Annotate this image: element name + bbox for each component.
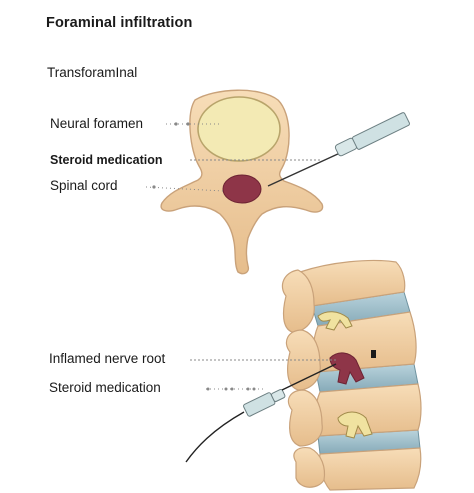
label-neural-foramen: Neural foramen — [50, 116, 144, 131]
spine-side-view — [281, 259, 422, 491]
nerve-root-3 — [337, 411, 373, 439]
inflamed-nerve-root-shape — [329, 352, 365, 385]
needle-bottom — [185, 363, 337, 463]
spinal-cord-shape — [222, 174, 262, 204]
neural-foramen-shape — [197, 96, 281, 162]
vertebra-body-4 — [318, 447, 422, 491]
nerve-root-1 — [317, 311, 353, 331]
label-inflamed-nerve-root: Inflamed nerve root — [49, 351, 166, 366]
posterior-element-4 — [293, 447, 326, 488]
needle-top — [267, 112, 410, 187]
label-steroid-medication-top: Steroid medication — [50, 153, 163, 167]
approach-subtitle: TransforamInal — [47, 65, 138, 80]
posterior-element-1 — [281, 269, 315, 333]
leader-lines-bottom — [190, 359, 336, 391]
marker-square — [371, 350, 376, 358]
label-spinal-cord: Spinal cord — [50, 178, 118, 193]
label-steroid-medication-bottom: Steroid medication — [49, 380, 161, 395]
leader-lines-top — [145, 122, 320, 192]
vertebra-cross-section — [160, 89, 324, 275]
posterior-element-3 — [287, 389, 323, 447]
diagram-title: Foraminal infiltration — [46, 15, 193, 31]
